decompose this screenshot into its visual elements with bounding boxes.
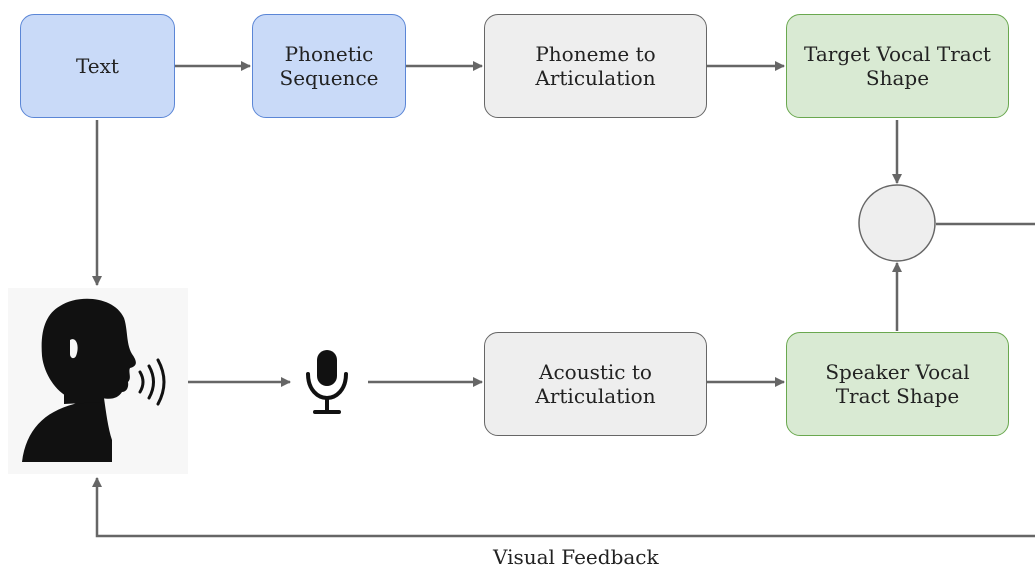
node-speaker-vocal-tract-shape: Speaker Vocal Tract Shape (786, 332, 1009, 436)
visual-feedback-label: Visual Feedback (493, 545, 659, 569)
node-phonetic-sequence: Phonetic Sequence (252, 14, 406, 118)
node-target-vocal-tract-shape: Target Vocal Tract Shape (786, 14, 1009, 118)
node-target-vocal-tract-shape-label: Target Vocal Tract Shape (804, 42, 991, 90)
node-speaker-vocal-tract-shape-label: Speaker Vocal Tract Shape (825, 360, 970, 408)
node-acoustic-to-articulation-label: Acoustic to Articulation (535, 360, 656, 408)
node-acoustic-to-articulation: Acoustic to Articulation (484, 332, 707, 436)
microphone-icon (306, 350, 348, 414)
edge-visual-feedback (92, 477, 1035, 538)
node-text-label: Text (76, 54, 119, 78)
node-text: Text (20, 14, 175, 118)
node-phoneme-to-articulation: Phoneme to Articulation (484, 14, 707, 118)
node-phoneme-to-articulation-label: Phoneme to Articulation (535, 42, 656, 90)
node-phonetic-sequence-label: Phonetic Sequence (279, 42, 379, 90)
speaking-person-icon (8, 288, 188, 474)
comparator-circle (858, 184, 936, 262)
